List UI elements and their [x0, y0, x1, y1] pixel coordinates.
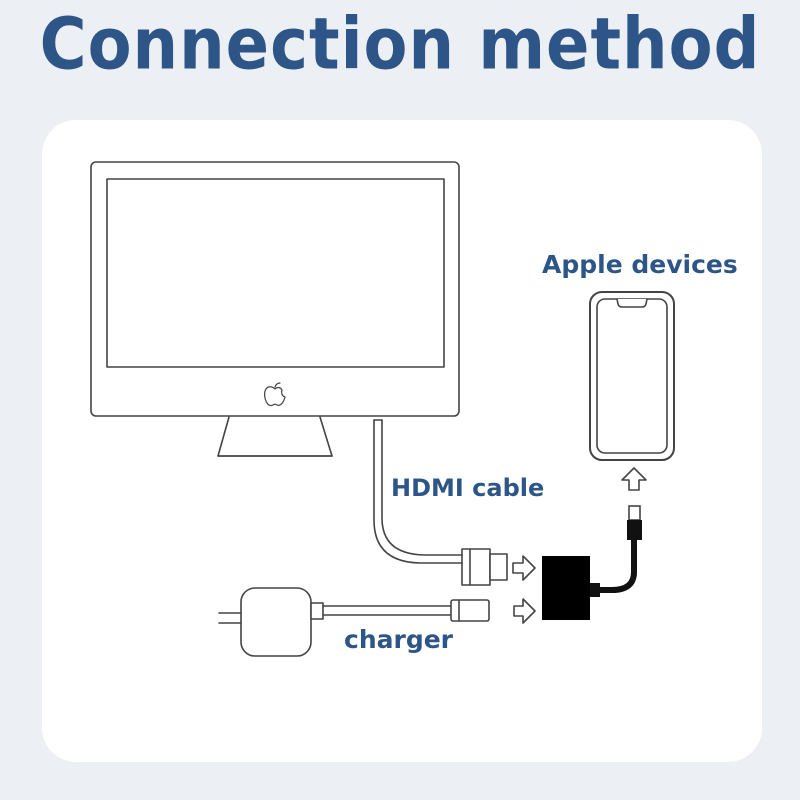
arrow-right-icon — [513, 598, 536, 624]
hdmi-plug-icon — [461, 548, 508, 586]
hdmi-cable — [373, 419, 463, 564]
apple-logo-icon — [264, 382, 286, 407]
charger-cable — [322, 605, 452, 616]
charger-label: charger — [344, 625, 453, 654]
apple-devices-label: Apple devices — [542, 250, 738, 279]
charger-icon — [218, 587, 324, 657]
arrow-right-icon — [512, 555, 536, 581]
monitor-icon — [90, 161, 460, 457]
lightning-plug-icon — [595, 505, 642, 593]
arrow-up-icon — [621, 467, 647, 491]
hdmi-cable-label: HDMI cable — [391, 474, 545, 502]
adapter-icon — [542, 556, 600, 620]
lightning-plug-icon — [450, 599, 490, 622]
page-title: Connection method — [39, 3, 761, 87]
phone-icon — [589, 291, 675, 461]
